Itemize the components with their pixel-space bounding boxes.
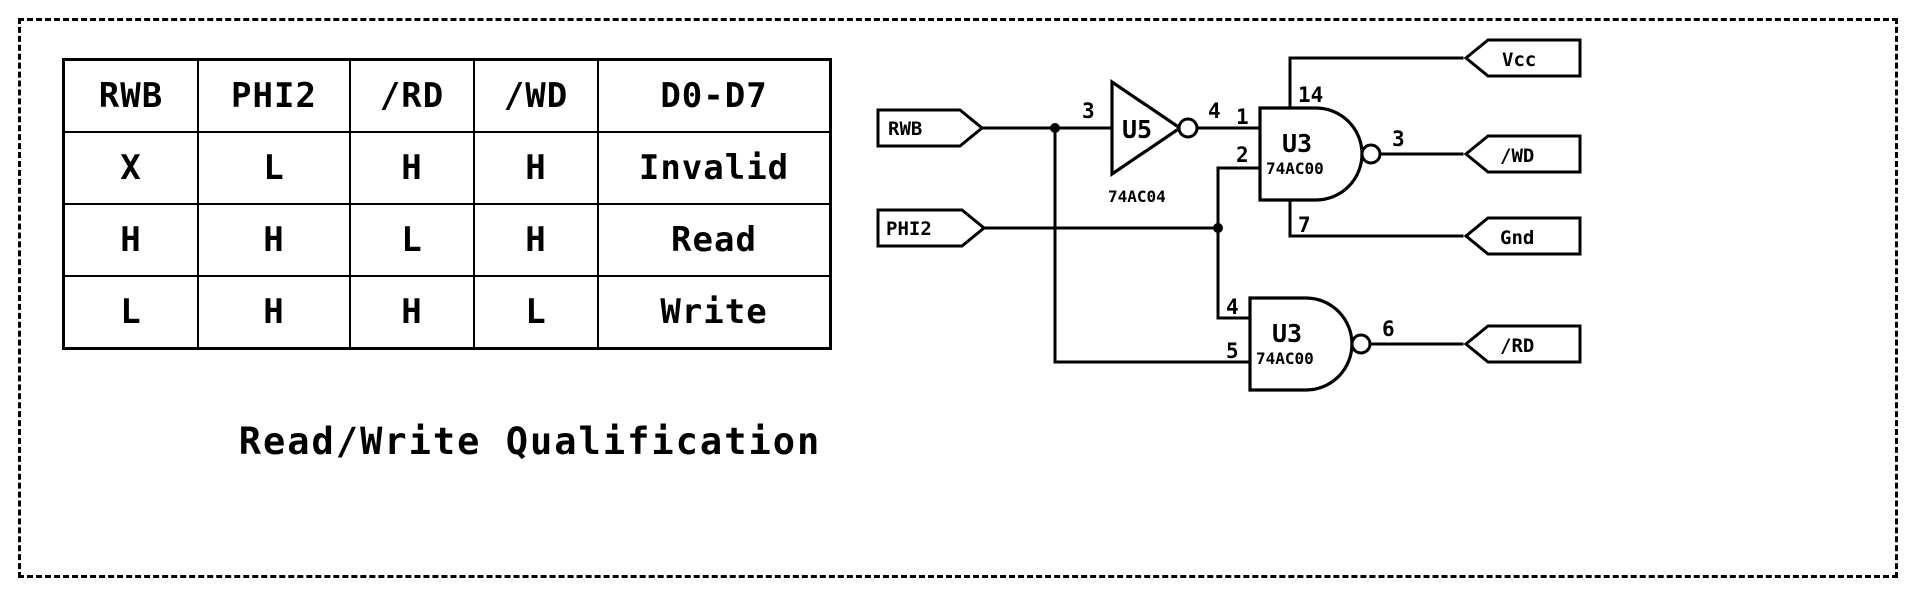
u3a-pin-7: 7 [1298, 213, 1311, 237]
port-rd[interactable]: /RD [1463, 324, 1582, 364]
port-phi2-label: PHI2 [886, 218, 932, 240]
port-phi2[interactable]: PHI2 [876, 208, 987, 248]
inverter-bubble [1177, 117, 1199, 139]
diagram-title: Read/Write Qualification [238, 420, 822, 463]
schematic-drawing: RWB U5 74AC04 3 4 PHI2 [850, 20, 1900, 444]
table-row: L H H L Write [62, 275, 832, 350]
cell-rwb: H [62, 203, 199, 277]
port-rwb[interactable]: RWB [876, 108, 985, 148]
u3b-pin-4: 4 [1226, 295, 1239, 319]
u3a-output-bubble [1360, 143, 1382, 165]
cell-rwb: L [62, 275, 199, 350]
cell-phi2: H [197, 203, 351, 277]
diagram-border [18, 18, 1898, 578]
cell-data: Invalid [597, 131, 832, 205]
cell-data: Write [597, 275, 832, 350]
cell-phi2: H [197, 275, 351, 350]
port-gnd[interactable]: Gnd [1463, 216, 1582, 256]
port-vcc-label: Vcc [1502, 49, 1536, 71]
u3a-pin-3: 3 [1392, 127, 1405, 151]
u5-part-number: 74AC04 [1108, 187, 1166, 206]
cell-rd: H [349, 275, 475, 350]
component-u5-inverter[interactable]: U5 74AC04 3 4 [1082, 78, 1221, 206]
cell-wd: H [473, 203, 599, 277]
port-gnd-label: Gnd [1500, 227, 1534, 249]
wire-rwb-branch-down [1053, 126, 1252, 364]
cell-wd: H [473, 131, 599, 205]
table-header-rwb: RWB [62, 58, 199, 133]
truth-table-container: RWB PHI2 /RD /WD D0-D7 X L H H Invalid H… [62, 58, 832, 350]
u5-pin-out: 4 [1208, 99, 1221, 123]
u5-pin-in: 3 [1082, 99, 1095, 123]
table-header-phi2: PHI2 [197, 58, 351, 133]
port-vcc[interactable]: Vcc [1463, 38, 1582, 78]
u5-refdes: U5 [1122, 115, 1152, 144]
port-wd-label: /WD [1500, 145, 1534, 167]
cell-rwb: X [62, 131, 199, 205]
wire-phi2-to-u3b-pin4 [1216, 226, 1252, 320]
port-rd-label: /RD [1500, 335, 1534, 357]
u3a-pin-1: 1 [1236, 105, 1249, 129]
table-header-data: D0-D7 [597, 58, 832, 133]
table-header-wd: /WD [473, 58, 599, 133]
cell-rd: L [349, 203, 475, 277]
port-wd[interactable]: /WD [1463, 134, 1582, 174]
cell-wd: L [473, 275, 599, 350]
component-u3a-nand[interactable]: U3 74AC00 1 2 3 14 7 [1236, 56, 1405, 238]
u3a-pin-14: 14 [1298, 83, 1323, 107]
table-row: H H L H Read [62, 203, 832, 277]
cell-data: Read [597, 203, 832, 277]
u3b-refdes: U3 [1272, 319, 1302, 348]
component-u3b-nand[interactable]: U3 74AC00 4 5 6 [1226, 295, 1395, 392]
u3a-refdes: U3 [1282, 129, 1312, 158]
u3b-output-bubble [1350, 333, 1372, 355]
u3b-part-number: 74AC00 [1256, 349, 1314, 368]
truth-table: RWB PHI2 /RD /WD D0-D7 X L H H Invalid H… [62, 58, 832, 350]
cell-rd: H [349, 131, 475, 205]
port-rwb-label: RWB [888, 118, 922, 140]
table-row: X L H H Invalid [62, 131, 832, 205]
wire-phi2-to-u3a-pin2 [1216, 166, 1262, 230]
u3b-pin-6: 6 [1382, 317, 1395, 341]
cell-phi2: L [197, 131, 351, 205]
table-header-row: RWB PHI2 /RD /WD D0-D7 [62, 58, 832, 133]
u3b-pin-5: 5 [1226, 339, 1239, 363]
table-header-rd: /RD [349, 58, 475, 133]
u3a-part-number: 74AC00 [1266, 159, 1324, 178]
u3a-pin-2: 2 [1236, 143, 1249, 167]
